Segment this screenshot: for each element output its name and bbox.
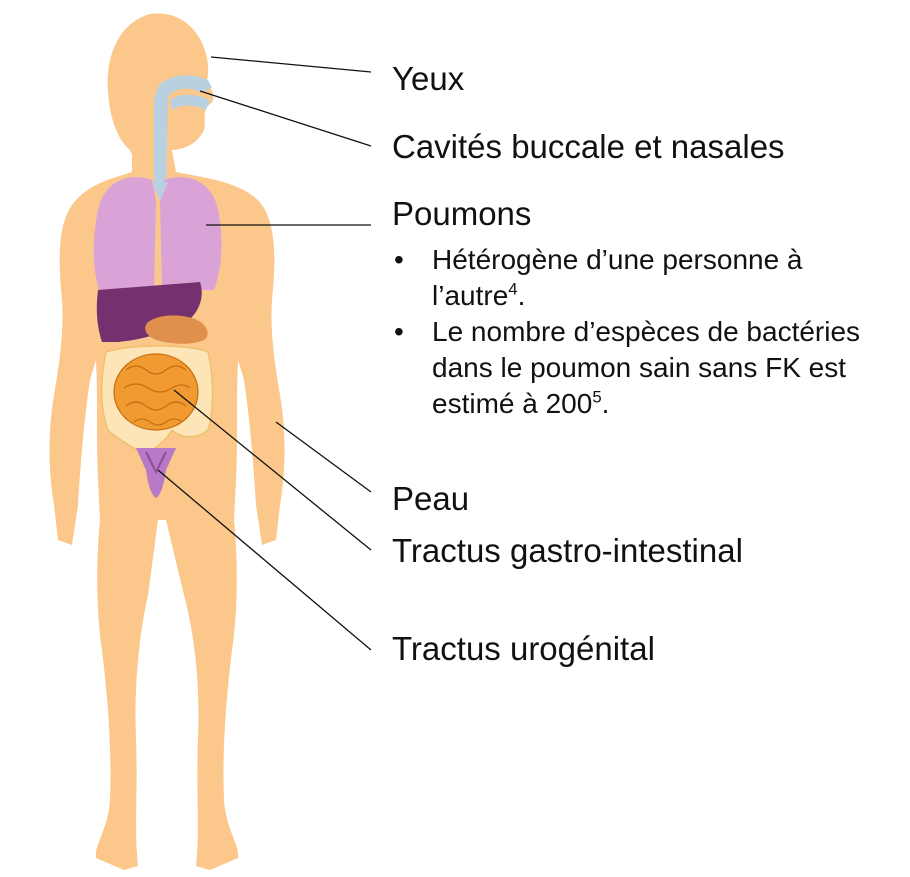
poumons-note: Le nombre d’espèces de bactéries dans le… <box>392 314 902 422</box>
label-poumons: Poumons <box>392 195 531 233</box>
reference-number: 4 <box>508 280 517 299</box>
leader-line-cavites <box>200 91 371 146</box>
leader-line-peau <box>276 422 371 492</box>
poumons-note: Hétérogène d’une personne à l’autre4. <box>392 242 902 314</box>
label-tractus-gi: Tractus gastro-intestinal <box>392 532 743 570</box>
reference-number: 5 <box>592 388 601 407</box>
label-peau: Peau <box>392 480 469 518</box>
label-yeux: Yeux <box>392 60 464 98</box>
poumons-note-suffix: . <box>602 388 610 419</box>
poumons-note-text: Le nombre d’espèces de bactéries dans le… <box>432 316 860 419</box>
poumons-note-text: Hétérogène d’une personne à l’autre <box>432 244 803 311</box>
poumons-notes: Hétérogène d’une personne à l’autre4. Le… <box>392 242 902 422</box>
label-tractus-urogenital: Tractus urogénital <box>392 630 655 668</box>
leader-line-yeux <box>211 57 371 72</box>
label-cavites: Cavités buccale et nasales <box>392 128 785 166</box>
poumons-note-suffix: . <box>518 280 526 311</box>
small-intestine <box>114 354 198 430</box>
